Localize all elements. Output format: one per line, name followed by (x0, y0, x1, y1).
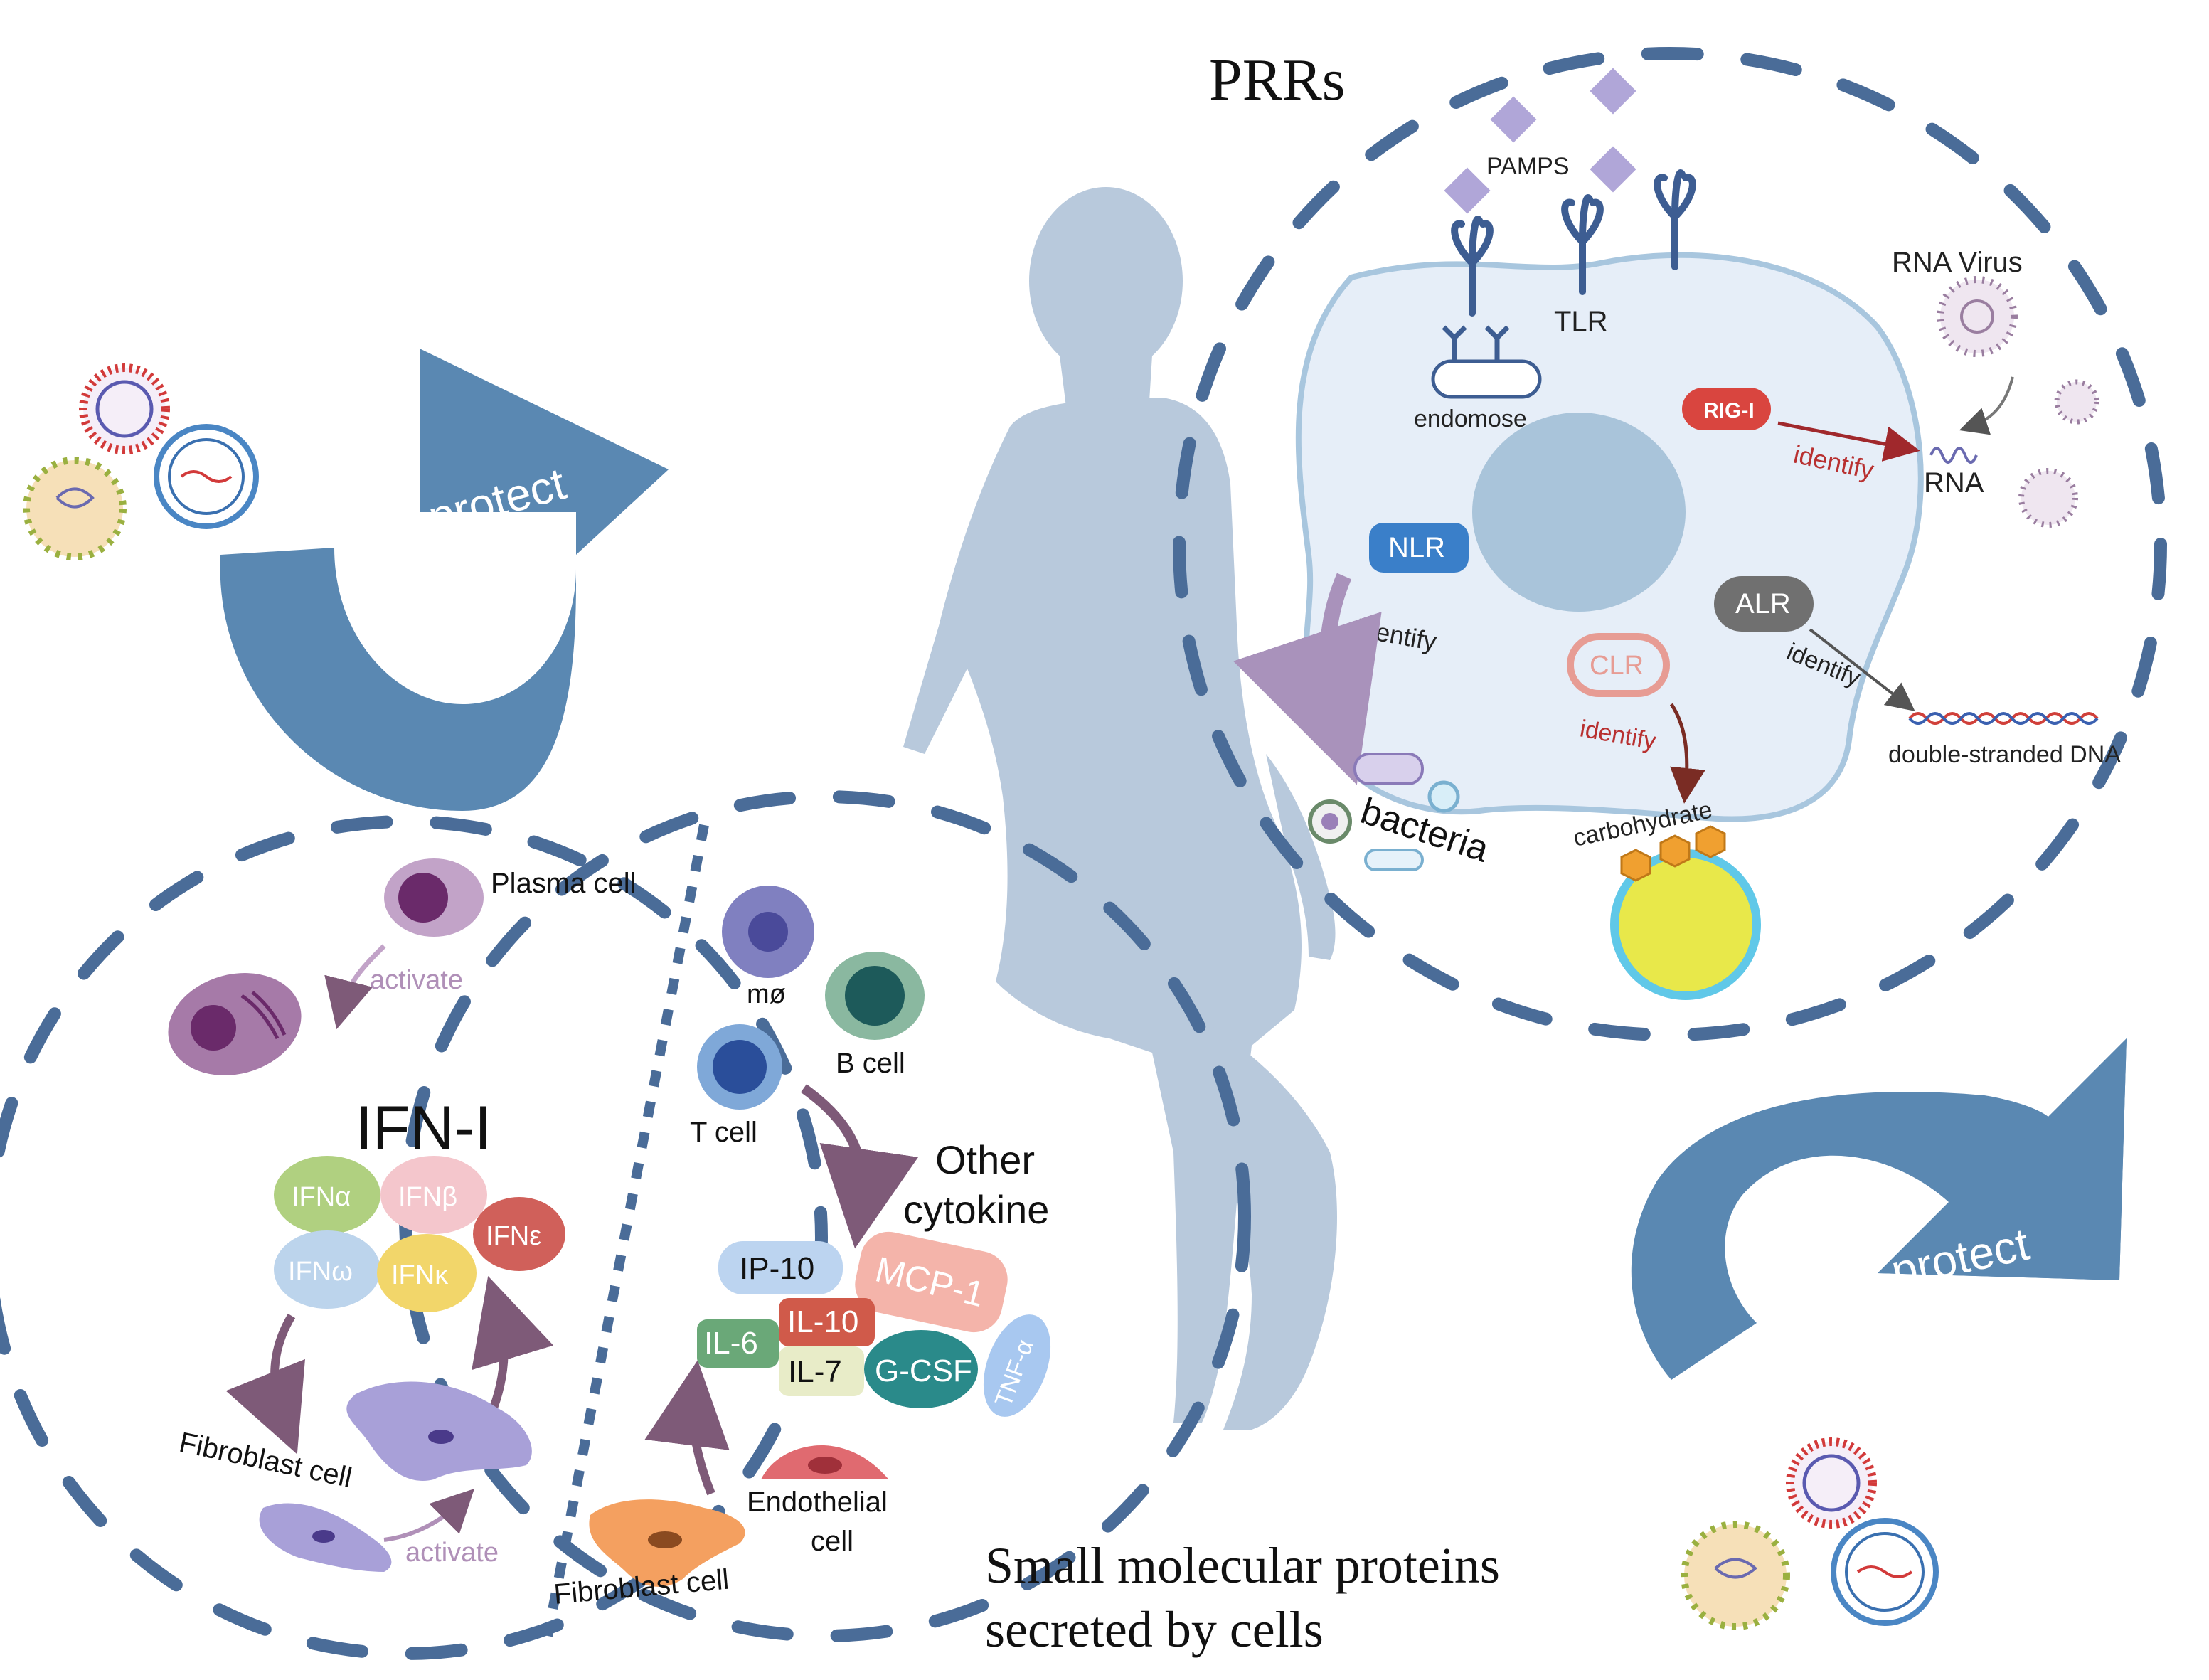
t-cell-label: T cell (690, 1117, 757, 1148)
rna-virus-icon (2054, 379, 2099, 425)
virus-cluster-bottom-right (1681, 1437, 1939, 1630)
activate-top-label: activate (370, 965, 463, 995)
b-cell-label: B cell (836, 1048, 905, 1079)
pamp-diamond-icon (1490, 96, 1537, 143)
fibroblast-label-left: Fibroblast cell (176, 1427, 355, 1494)
endosome: endomose (1414, 325, 1542, 432)
virus-red-icon (1786, 1437, 1877, 1529)
rna-virus-icon (2018, 468, 2078, 528)
other-cytokine-title-1: Other (935, 1137, 1035, 1182)
bacterium-icon (1364, 849, 1424, 871)
plasma-cell-label: Plasma cell (491, 868, 637, 899)
nlr-label: NLR (1388, 532, 1445, 563)
rig-i-receptor (1682, 388, 1771, 430)
pamp-diamond-icon (1590, 146, 1636, 193)
endosome-label: endomose (1414, 405, 1527, 432)
ifn-epsilon-bubble (473, 1197, 565, 1271)
caption-line-2: secreted by cells (985, 1601, 1324, 1658)
macrophage-label: mø (747, 979, 786, 1009)
prr-dashed-circle (1173, 47, 2167, 1041)
alr-receptor (1714, 576, 1814, 632)
human-silhouette (903, 187, 1337, 1430)
virus-yellow-icon (23, 457, 127, 560)
pamps-label: PAMPS (1486, 153, 1570, 180)
caption-line-1: Small molecular proteins (985, 1537, 1500, 1594)
prr-title: PRRs (1209, 47, 1345, 113)
ifn-i-title: IFN-I (356, 1094, 491, 1162)
rig-i-label: RIG-I (1703, 399, 1755, 422)
il6-bubble (697, 1319, 779, 1368)
tlr-label: TLR (1554, 306, 1608, 337)
mcp1-bubble (855, 1231, 1008, 1333)
bacterium-icon (1353, 753, 1424, 785)
carbohydrate-hexagon-icon (1695, 825, 1726, 858)
carbohydrate-hexagon-icon (1659, 834, 1691, 868)
il7-label: IL-7 (788, 1354, 842, 1389)
il10-bubble (779, 1298, 875, 1346)
virus-cluster-top-left (23, 363, 259, 560)
ip10-bubble (718, 1241, 843, 1294)
ifn-omega-bubble (274, 1230, 380, 1309)
il6-label: IL-6 (704, 1326, 758, 1361)
pamps-group: PAMPS (1444, 68, 1636, 214)
fibroblast-label-right: Fibroblast cell (553, 1564, 730, 1610)
pamp-diamond-icon (1444, 167, 1491, 214)
carbohydrate-hexagon-icon (1620, 849, 1651, 882)
ip10-label: IP-10 (740, 1251, 814, 1286)
gcsf-label: G-CSF (875, 1354, 972, 1388)
ifn-kappa-bubble (377, 1234, 477, 1312)
endothelial-label-2: cell (811, 1526, 853, 1557)
clr-label: CLR (1590, 651, 1644, 681)
ifn-alpha-bubble (274, 1156, 380, 1234)
tlr-receptor-icon (1561, 194, 1604, 295)
nlr-pathway: NLR identify (1233, 523, 1469, 785)
ifn-epsilon-label: IFNε (486, 1221, 541, 1251)
dsdna-label: double-stranded DNA (1888, 741, 2121, 768)
rna-virus-group: RNA Virus RNA (1892, 247, 2099, 528)
dotted-divider (543, 824, 709, 1637)
rna-label: RNA (1924, 467, 1984, 499)
dna-strand-icon (1908, 712, 2099, 725)
protect-arrow-top: protect (220, 349, 669, 811)
il10-label: IL-10 (787, 1304, 858, 1339)
ifn-omega-label: IFNω (288, 1257, 353, 1287)
tnfa-bubble (983, 1314, 1051, 1417)
ifn-section: Plasma cell activate IFN-I IFNα IFNβ IFN… (168, 858, 637, 1572)
tlr-receptor-icon (1442, 325, 1510, 363)
cytokine-section: mø B cell T cell Other cytokine IP-10 MC… (553, 886, 1051, 1610)
tlr-receptor-icon (1654, 169, 1696, 270)
gcsf-bubble (864, 1330, 978, 1408)
carbohydrate-group: carbohydrate (1571, 796, 1761, 1000)
nucleus (1472, 413, 1686, 612)
ifn-beta-bubble (380, 1156, 487, 1234)
virus-red-icon (79, 363, 170, 454)
rna-virus-icon (1937, 276, 2018, 357)
ifn-kappa-label: IFNκ (391, 1260, 449, 1290)
tlr-receptor-icon (1451, 216, 1494, 317)
tlr-receptors (1451, 169, 1696, 317)
nlr-receptor (1369, 523, 1469, 573)
rna-strand-icon (1929, 447, 1978, 464)
alr-label: ALR (1735, 588, 1791, 620)
endothelial-label-1: Endothelial (747, 1487, 888, 1518)
clr-receptor (1567, 633, 1670, 697)
protect-arrow-bottom: protect (1631, 1038, 2127, 1380)
other-cytokine-title-2: cytokine (903, 1187, 1049, 1232)
ifn-alpha-label: IFNα (292, 1182, 351, 1212)
virus-yellow-icon (1681, 1521, 1790, 1630)
rna-virus-label: RNA Virus (1892, 247, 2023, 278)
ifn-beta-label: IFNβ (398, 1182, 457, 1212)
bacterium-icon (1427, 780, 1460, 813)
il7-bubble (779, 1346, 864, 1396)
activate-bottom-label: activate (405, 1538, 499, 1568)
pamp-diamond-icon (1590, 68, 1636, 115)
